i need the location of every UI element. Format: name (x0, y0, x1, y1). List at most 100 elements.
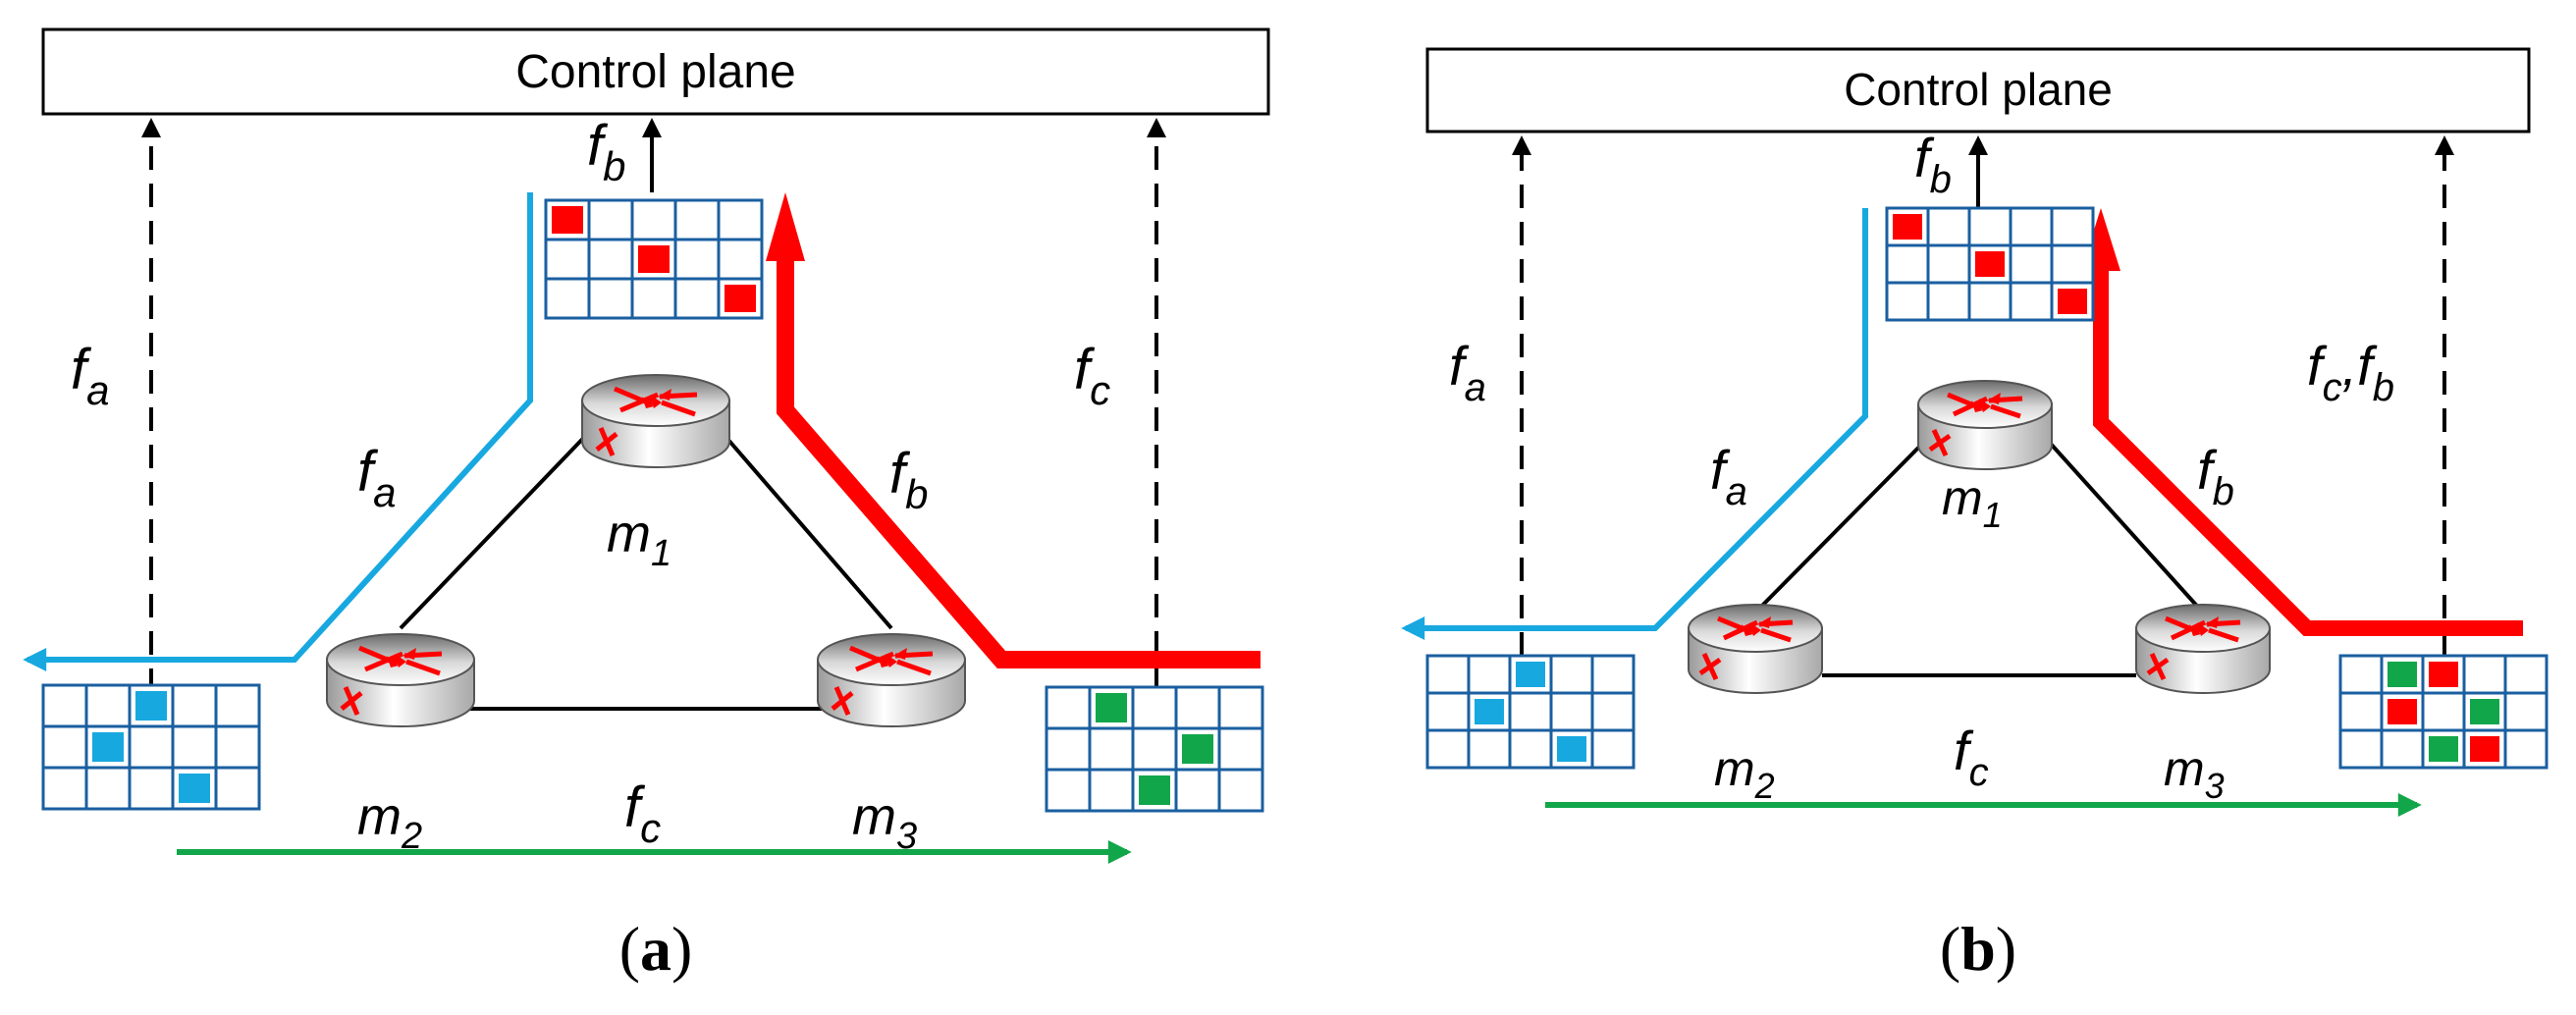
table-cell (1967, 281, 2012, 322)
table-cell (1508, 691, 1553, 732)
table-cell (673, 238, 721, 281)
table-cell (1425, 654, 1471, 695)
table-cell-filled (92, 732, 124, 762)
table-cell-filled (1557, 736, 1586, 762)
table-cell-filled (2058, 289, 2087, 314)
table-cell (717, 198, 764, 241)
node-label-m1: m1 (1942, 470, 2003, 535)
table-cell-filled (1475, 699, 1504, 724)
table-cell (587, 238, 634, 281)
table-cell (1885, 281, 1930, 322)
table-cell-filled (2470, 736, 2499, 762)
table-cell (587, 198, 634, 241)
table-cell (1217, 768, 1264, 813)
table-cell (1425, 691, 1471, 732)
table-cell (2503, 728, 2549, 770)
table-cell (1131, 726, 1178, 772)
control-plane-label: Control plane (1844, 64, 2113, 115)
router-m3 (818, 634, 965, 726)
table-cell (2050, 243, 2095, 285)
flow-b-path (777, 232, 1261, 668)
panel-b: Control plane m1 m2 m3 fa fb fc fa fb fc… (1401, 47, 2549, 984)
link-m1-m3 (2038, 430, 2205, 614)
table-cell-filled (552, 206, 583, 234)
router-m1 (1918, 381, 2052, 469)
table-cell-filled (1139, 775, 1170, 805)
table-cell (171, 724, 218, 770)
table-cell (1217, 726, 1264, 772)
table-cell (587, 277, 634, 320)
caption-a: (a) (619, 914, 693, 984)
table-cell (2380, 728, 2425, 770)
flow-label-fa: fa (357, 440, 396, 515)
table-cell (214, 683, 261, 728)
table-cell-filled (724, 285, 756, 312)
table-cell (2050, 206, 2095, 247)
report-label-right: fc (1074, 338, 1110, 413)
table-right (1045, 685, 1264, 813)
table-cell (214, 724, 261, 770)
table-cell (41, 683, 88, 728)
report-label-top: fb (1914, 127, 1952, 201)
flow-b-arrowhead (766, 192, 805, 261)
table-cell-filled (179, 774, 210, 803)
flow-b-path (2093, 247, 2523, 636)
table-cell (1926, 243, 1971, 285)
control-plane-box (1425, 47, 2531, 134)
table-cell-filled (2429, 662, 2458, 687)
table-cell (1885, 243, 1930, 285)
table-cell (214, 766, 261, 811)
report-label-left: fa (1449, 335, 1486, 409)
table-cell-filled (2388, 662, 2417, 687)
table-cell (84, 683, 132, 728)
node-label-m2: m2 (1714, 741, 1775, 806)
table-cell (1217, 685, 1264, 730)
table-cell (2338, 691, 2384, 732)
table-cell (171, 683, 218, 728)
table-left (1425, 654, 1636, 770)
flow-a-path (23, 192, 533, 671)
table-cell (544, 277, 591, 320)
control-plane-box (41, 27, 1270, 116)
table-cell (1967, 206, 2012, 247)
table-cell (84, 766, 132, 811)
flow-a-path (1401, 208, 1868, 640)
table-cell (673, 198, 721, 241)
table-cell (2338, 654, 2384, 695)
table-cell (2009, 206, 2054, 247)
table-cell (630, 277, 677, 320)
node-label-m2: m2 (357, 787, 422, 857)
report-label-left: fa (71, 338, 109, 413)
table-cell (1045, 685, 1092, 730)
router-m2 (327, 634, 474, 726)
table-cell (2009, 243, 2054, 285)
table-cell (1088, 768, 1135, 813)
table-cell (1549, 654, 1594, 695)
table-cell-filled (1516, 662, 1545, 687)
report-label-right: fc,fb (2307, 335, 2394, 409)
table-cell (128, 724, 175, 770)
table-cell-filled (1975, 251, 2005, 277)
router-m3 (2136, 605, 2270, 693)
table-cell (2421, 691, 2466, 732)
table-cell (544, 238, 591, 281)
table-cell-filled (2388, 699, 2417, 724)
table-cell (2462, 654, 2507, 695)
table-cell-filled (2470, 699, 2499, 724)
node-label-m1: m1 (607, 505, 671, 574)
panel-a: Control plane m1 m2 m3 fa fb fc fa fb fc (23, 27, 1270, 984)
table-cell (2503, 654, 2549, 695)
table-cell-filled (1096, 693, 1127, 722)
control-plane-label: Control plane (515, 46, 796, 98)
table-cell (717, 238, 764, 281)
table-cell (1045, 768, 1092, 813)
flow-label-fc: fc (624, 775, 661, 851)
table-cell (1088, 726, 1135, 772)
flow-label-fa: fa (1710, 439, 1747, 513)
table-cell-filled (1182, 734, 1213, 764)
node-label-m3: m3 (852, 787, 917, 857)
table-cell (1590, 691, 1636, 732)
router-m1 (582, 375, 729, 467)
table-cell-filled (135, 691, 167, 721)
